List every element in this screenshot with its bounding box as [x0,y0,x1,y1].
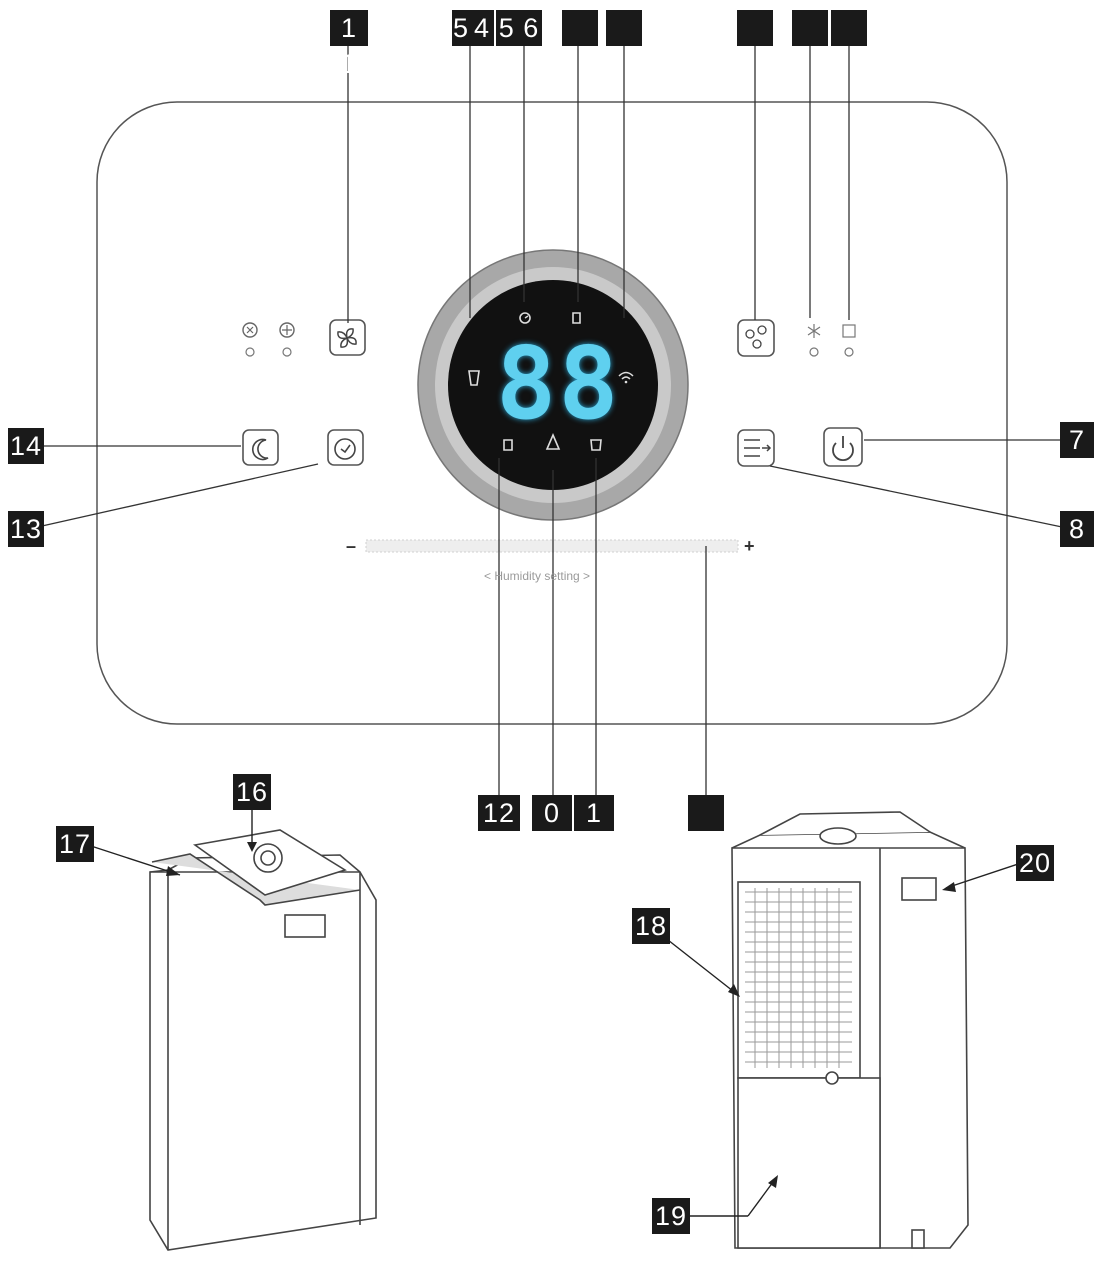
humidity-slider-track[interactable] [365,539,739,553]
humidity-setting-caption: < Humidity setting > [484,569,591,583]
laundry-indicator-icon [590,439,602,451]
timer-button[interactable] [327,429,364,466]
ion-indicator-led [809,347,819,357]
callout-label-4: 4 [470,10,494,46]
callout-label-blank-a [562,10,598,46]
timer-icon [334,438,356,460]
callout-label-14: 14 [8,428,44,464]
callout-label-11: 1 1 [330,10,368,79]
callout-label-18: 18 [632,908,670,944]
display-digits: 88 [496,325,621,442]
callout-label-blank-f [688,795,724,831]
humidity-minus-label[interactable]: – [346,536,357,556]
mode-dot-icon [752,339,762,349]
callout-label-8: 8 [1060,511,1094,547]
filter-indicator-icon [842,324,856,338]
mode-button[interactable] [737,319,775,357]
callout-label-16: 16 [233,774,271,810]
callout-label-12: 12 [478,795,520,831]
fan-speed-high-led [282,347,292,357]
fan-button[interactable] [329,319,366,356]
callout-label-blank-b [606,10,642,46]
callout-label-5: 5 [452,10,470,46]
air-intake-grille [745,888,852,1068]
timer-indicator-icon [519,312,531,324]
moon-icon [252,438,269,461]
humidity-plus-label[interactable]: + [744,536,755,556]
fan-speed-low-led [245,347,255,357]
power-icon [832,436,854,462]
dehumidifier-rear-view [149,829,377,1251]
callout-label-blank-d [792,10,828,46]
callout-label-01: 0 1 [532,795,572,864]
callout-label-blank-e [831,10,867,46]
callout-label-19: 19 [652,1198,690,1234]
mode-dot-icon [745,329,755,339]
callout-label-13: 13 [8,511,44,547]
callout-label-19-top: 1 9 [574,795,614,864]
tank-full-indicator-icon [572,312,581,324]
fan-speed-low-icon [242,322,258,338]
dry-mode-indicator-icon [468,370,480,386]
filter-indicator-led [844,347,854,357]
drain-icon [744,439,772,457]
fan-icon [337,328,357,348]
dehumidifier-front-view [731,811,969,1249]
sleep-button[interactable] [242,429,279,466]
wifi-indicator-icon [618,371,634,384]
callout-label-6: 5 6 [496,10,542,46]
callout-label-20: 20 [1016,845,1054,881]
ion-indicator-icon [807,324,821,338]
display-screen [448,280,658,490]
leader-lines [41,46,1063,796]
drain-button[interactable] [737,429,775,467]
power-button[interactable] [823,427,863,467]
fan-speed-high-icon [279,322,295,338]
callout-label-17: 17 [56,826,94,862]
mode-dot-icon [757,325,767,335]
defrost-indicator-icon [503,439,513,451]
callout-label-blank-c [737,10,773,46]
callout-label-7: 7 [1060,422,1094,458]
drop-indicator-icon [545,432,561,450]
